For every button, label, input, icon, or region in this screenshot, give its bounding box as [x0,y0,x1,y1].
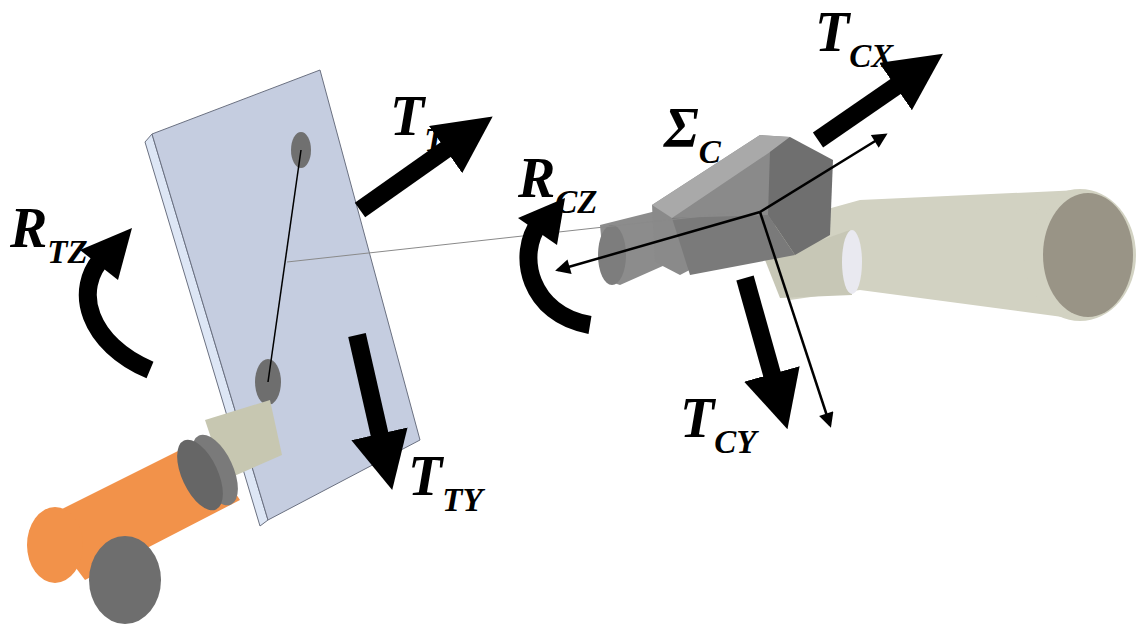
axis-label: TTX [390,88,466,157]
gripper-robot [27,400,282,624]
axis-label: TCY [680,390,756,459]
target-plate [145,70,740,526]
rotation-head [80,228,132,280]
motion-arrows [88,80,905,445]
axis-label: TTY [408,448,483,517]
camera-axes [558,135,885,425]
axis-label: RCZ [518,150,598,219]
axis-label: TCX [815,4,893,73]
axis-label: RTZ [10,200,88,269]
axis-label: ΣC [664,100,721,169]
